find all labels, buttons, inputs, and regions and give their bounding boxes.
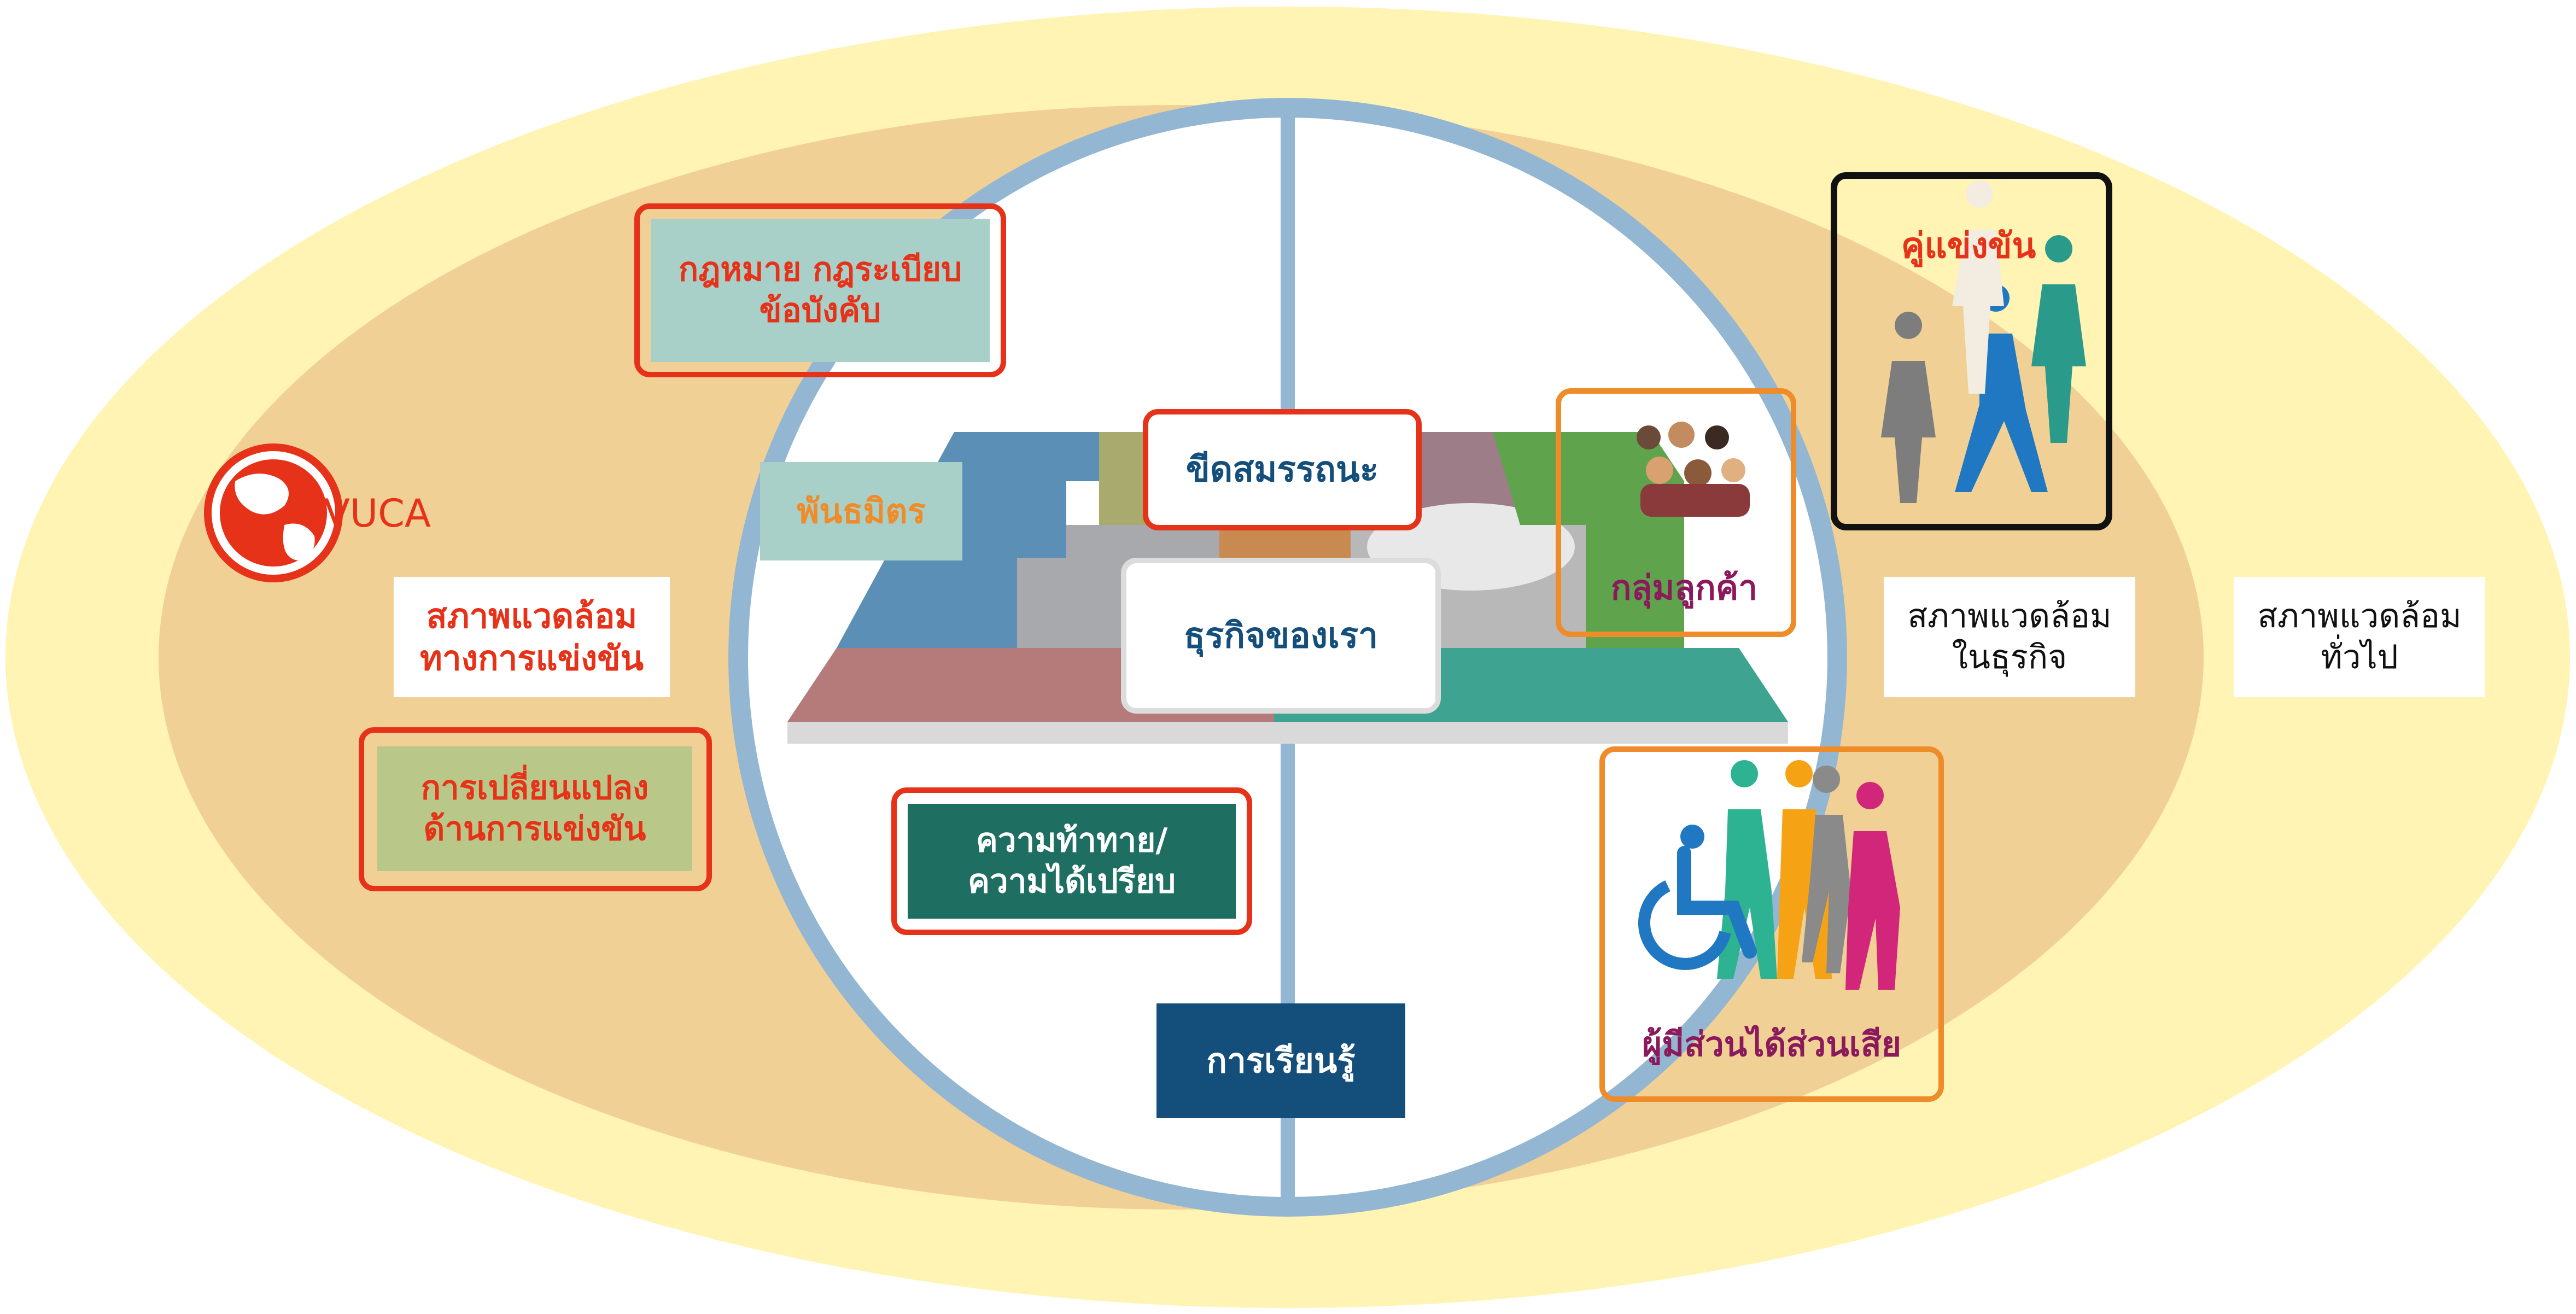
regulation-box: กฎหมาย กฎระเบียบ ข้อบังคับ bbox=[651, 219, 990, 362]
core-competency-frame bbox=[1143, 409, 1422, 530]
people-group-icon bbox=[1637, 422, 1750, 517]
challenges-box: ความท้าทาย/ ความได้เปรียบ bbox=[908, 804, 1236, 919]
regulation-frame bbox=[634, 203, 1006, 377]
learning-box: การเรียนรู้ bbox=[1156, 1003, 1405, 1118]
challenges-frame bbox=[891, 787, 1252, 935]
competitive-change-box: การเปลี่ยนแปลง ด้านการแข่งขัน bbox=[377, 746, 692, 871]
partners-box: พันธมิตร bbox=[760, 462, 962, 560]
stakeholders-frame bbox=[1599, 746, 1944, 1102]
competitors-box: คู่แข่งขัน bbox=[1901, 226, 2036, 266]
puzzle-blue bbox=[837, 432, 1148, 648]
business-environment-label: สภาพแวดล้อม ในธุรกิจ bbox=[1884, 577, 2135, 697]
puzzle-green bbox=[1493, 432, 1684, 648]
stakeholders-box: ผู้มีส่วนได้ส่วนเสีย bbox=[1642, 1024, 1902, 1065]
competitors-silhouette-icon bbox=[1881, 180, 2086, 503]
competitive-change-frame bbox=[359, 727, 712, 891]
vuca-label: VUCA bbox=[324, 491, 431, 536]
our-business-box: ธุรกิจของเรา bbox=[1183, 615, 1378, 656]
customers-box: กลุ่มลูกค้า bbox=[1610, 568, 1758, 608]
wheelchair-icon bbox=[1638, 825, 1757, 970]
competitors-frame bbox=[1831, 172, 2112, 530]
general-environment-label: สภาพแวดล้อม ทั่วไป bbox=[2234, 577, 2485, 697]
core-competency-box: ขีดสมรรถนะ bbox=[1185, 449, 1379, 490]
globe-icon bbox=[204, 443, 343, 582]
competitive-environment-label: สภาพแวดล้อม ทางการแข่งขัน bbox=[394, 577, 670, 697]
our-business-frame bbox=[1121, 558, 1441, 714]
platform-edge bbox=[787, 722, 1788, 744]
customers-frame bbox=[1556, 388, 1796, 637]
